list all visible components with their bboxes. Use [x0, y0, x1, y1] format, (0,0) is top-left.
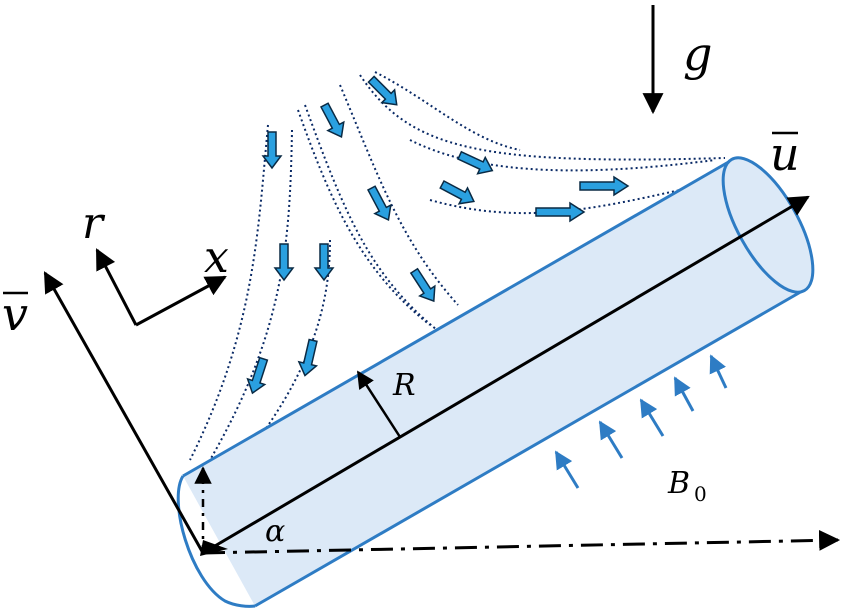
block-arrow-icon [409, 267, 436, 303]
block-arrow-icon [246, 356, 269, 395]
svg-text:B: B [667, 466, 690, 501]
block-arrow-icon [367, 75, 398, 106]
magnetic-field-label: B 0 [667, 466, 707, 506]
axis-r-label: r [82, 198, 106, 249]
axis-x-label: x [204, 232, 229, 283]
block-arrow-icon [320, 102, 345, 138]
block-arrow-icon [579, 175, 630, 197]
block-arrow-icon [367, 185, 392, 221]
block-arrow-icon [297, 338, 319, 377]
axis-line [202, 195, 810, 555]
radius-label: R [392, 368, 416, 403]
magnetic-field-arrows [554, 354, 728, 489]
radial-velocity-arrow [43, 271, 205, 554]
svg-text:0: 0 [694, 482, 707, 506]
origin-marker [200, 540, 228, 556]
angle-label: α [265, 514, 285, 549]
thin-arrow-icon [554, 450, 580, 489]
radius-arrow [356, 370, 402, 438]
cylinder-top-edge [182, 158, 733, 478]
cylinder-near-end [176, 475, 256, 608]
radial-velocity-label: v [2, 287, 28, 341]
block-arrow-icon [439, 180, 475, 205]
flow-arrows [246, 75, 630, 395]
thin-arrow-icon [598, 420, 624, 459]
horizontal-reference-line [202, 529, 841, 555]
svg-text:v: v [2, 287, 28, 341]
block-arrow-icon [261, 131, 283, 170]
block-arrow-icon [273, 243, 295, 282]
thin-arrow-icon [709, 354, 728, 389]
thin-arrow-icon [639, 398, 665, 437]
block-arrow-icon [456, 150, 494, 175]
cylinder-bottom-edge [254, 288, 805, 608]
block-arrow-icon [535, 201, 586, 223]
gravity-label: g [683, 27, 712, 81]
coordinate-frame [95, 248, 227, 327]
block-arrow-icon [313, 243, 335, 282]
axial-velocity-label: u [770, 127, 800, 181]
thin-arrow-icon [673, 376, 695, 412]
svg-text:u: u [770, 127, 800, 181]
